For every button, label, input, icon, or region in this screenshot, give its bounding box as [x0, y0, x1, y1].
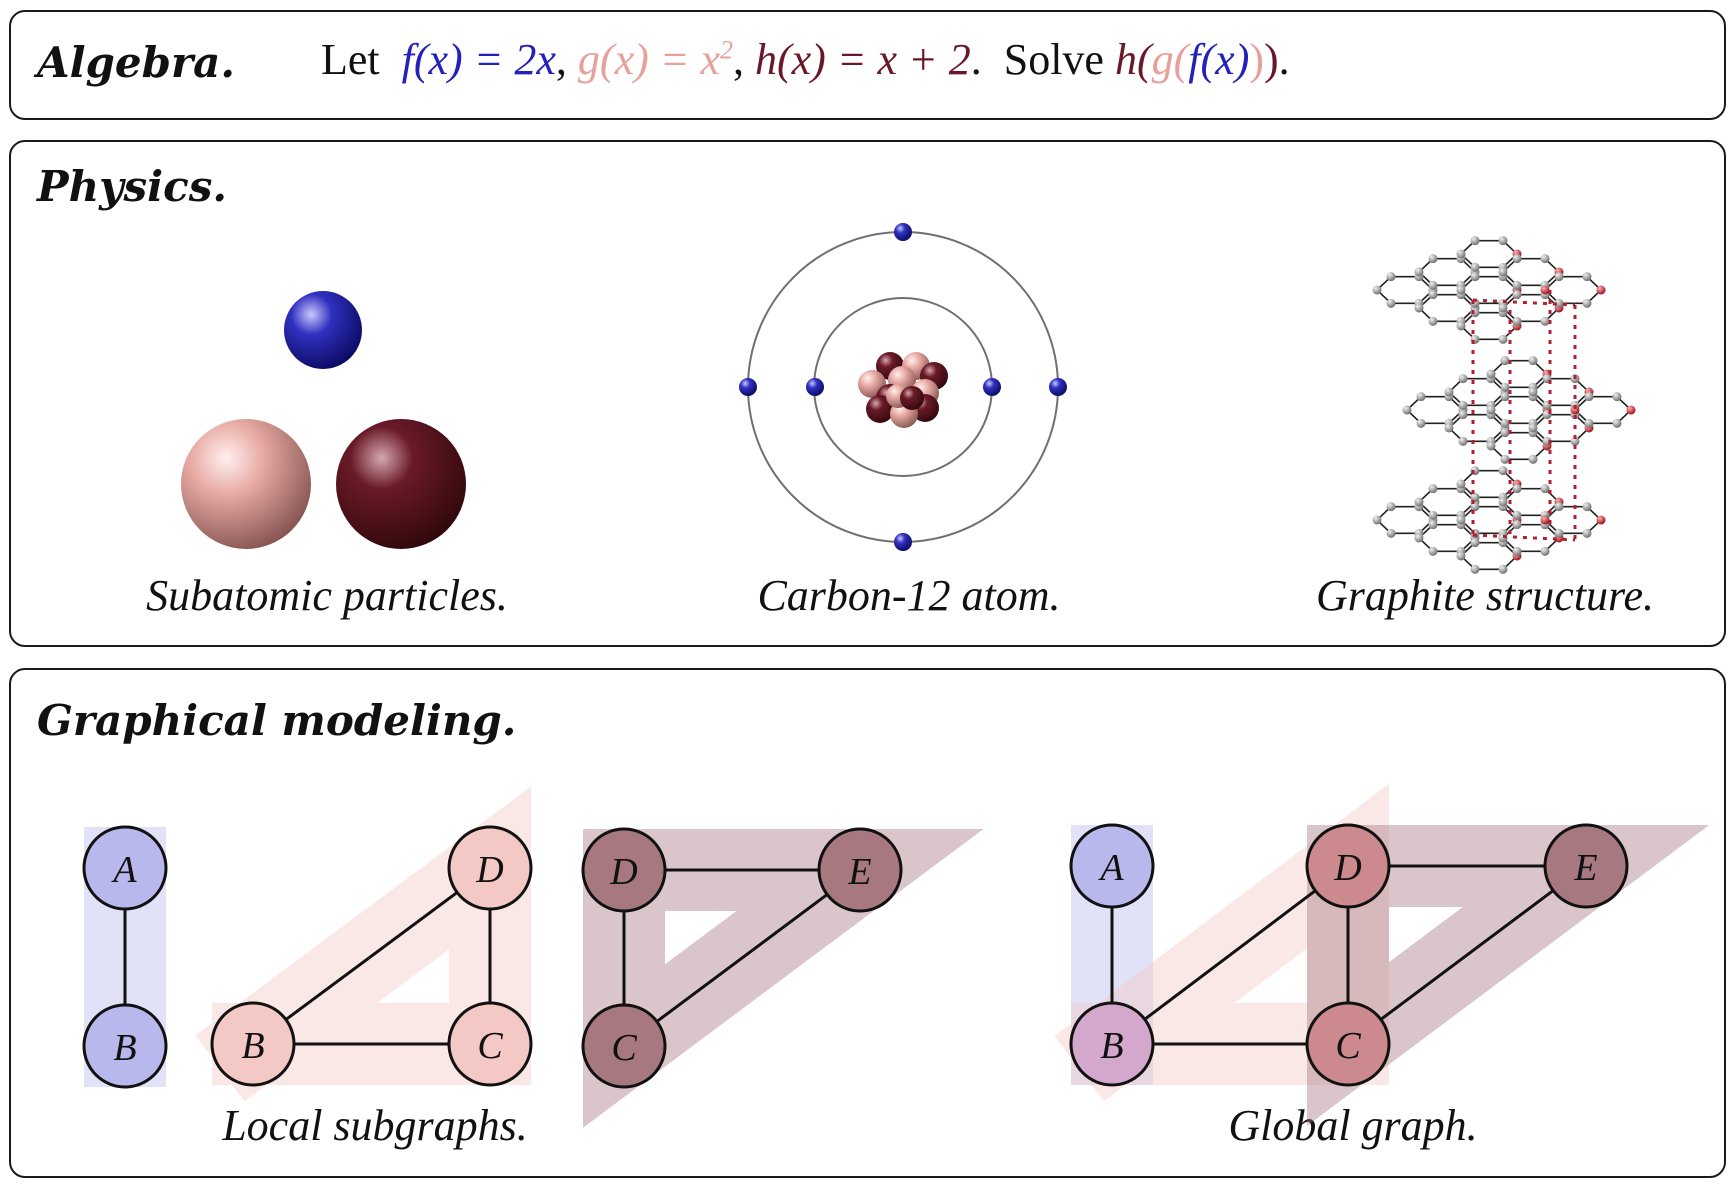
proton-sphere [181, 419, 311, 549]
node-a-global-label: A [1097, 847, 1124, 889]
electron-sphere [284, 291, 362, 369]
node-c-local-label: C [477, 1025, 503, 1067]
node-b-local-label: B [113, 1027, 136, 1069]
physics-title: Physics. [37, 162, 227, 211]
caption-carbon: Carbon-12 atom. [757, 571, 1061, 620]
h-definition: h(x) = x + 2 [754, 35, 971, 84]
caption-local-subgraphs: Local subgraphs. [222, 1101, 528, 1150]
node-c-local-2-label: C [611, 1027, 637, 1069]
comp-h: h( [1114, 35, 1152, 84]
graph-edge [1347, 864, 1587, 1046]
graphite-layer-middle [1402, 356, 1636, 464]
let-word: Let [321, 35, 380, 84]
graphite-layer-bottom [1372, 466, 1606, 574]
node-b-local-2-label: B [241, 1025, 264, 1067]
node-b-local-2 [210, 1001, 296, 1087]
node-d-local-2-label: D [609, 851, 637, 893]
node-d-local-label: D [475, 849, 503, 891]
node-c-local [447, 1001, 533, 1087]
graphical-modeling-panel: Graphical modeling. Local subgraphs. Glo… [9, 668, 1726, 1178]
solve-word: Solve [1003, 35, 1104, 84]
node-b-global [1069, 1001, 1155, 1087]
node-a-global [1069, 823, 1155, 909]
comp-f: f(x) [1188, 35, 1250, 84]
node-d-global [1305, 823, 1391, 909]
comp-h-close: ) [1264, 35, 1279, 84]
f-definition: f(x) = 2x [401, 35, 556, 84]
graphite-structure [1372, 236, 1636, 574]
graphite-layer-top [1372, 236, 1606, 344]
electrons [739, 223, 1067, 551]
node-e-local-label: E [847, 851, 871, 893]
node-c-global [1305, 1001, 1391, 1087]
carbon-atom [739, 223, 1067, 551]
node-d-local-2 [581, 827, 667, 913]
graphical-modeling-title: Graphical modeling. [37, 696, 517, 745]
neutron-sphere [336, 419, 466, 549]
algebra-panel: Algebra. Let f(x) = 2x, g(x) = x2, h(x) … [9, 10, 1726, 120]
graph-edge [252, 866, 491, 1046]
node-d-global-label: D [1333, 847, 1361, 889]
algebra-equation: Let f(x) = 2x, g(x) = x2, h(x) = x + 2. … [321, 34, 1290, 85]
nucleus [858, 352, 948, 428]
comma: , [732, 35, 744, 84]
g-exponent: 2 [719, 35, 733, 65]
node-e-global [1543, 823, 1629, 909]
period: . [1278, 35, 1290, 84]
caption-subatomic: Subatomic particles. [146, 571, 508, 620]
node-c-local-2 [581, 1003, 667, 1089]
node-d-local [447, 825, 533, 911]
graph-edge [1111, 864, 1349, 1046]
node-a-local-label: A [110, 849, 137, 891]
node-e-global-label: E [1573, 847, 1597, 889]
node-c-global-label: C [1335, 1025, 1361, 1067]
g-definition: g(x) = x2 [578, 35, 733, 84]
g-definition-base: g(x) = x [577, 35, 720, 84]
comp-g: g( [1151, 35, 1189, 84]
period: . [970, 35, 982, 84]
graphite-interlayer-bonds [1471, 290, 1577, 542]
comma: , [555, 35, 567, 84]
graph-edge [623, 868, 861, 1048]
node-e-local [817, 827, 903, 913]
subatomic-particles [181, 291, 466, 549]
comp-g-close: ) [1249, 35, 1264, 84]
graph-diagrams: A B D B C D C E A B D C E [82, 783, 1710, 1128]
node-b-local [82, 1003, 168, 1089]
algebra-title: Algebra. [37, 38, 235, 87]
caption-graphite: Graphite structure. [1315, 571, 1655, 620]
node-b-global-label: B [1100, 1025, 1123, 1067]
caption-global-graph: Global graph. [1228, 1101, 1478, 1150]
node-a-local [82, 825, 168, 911]
